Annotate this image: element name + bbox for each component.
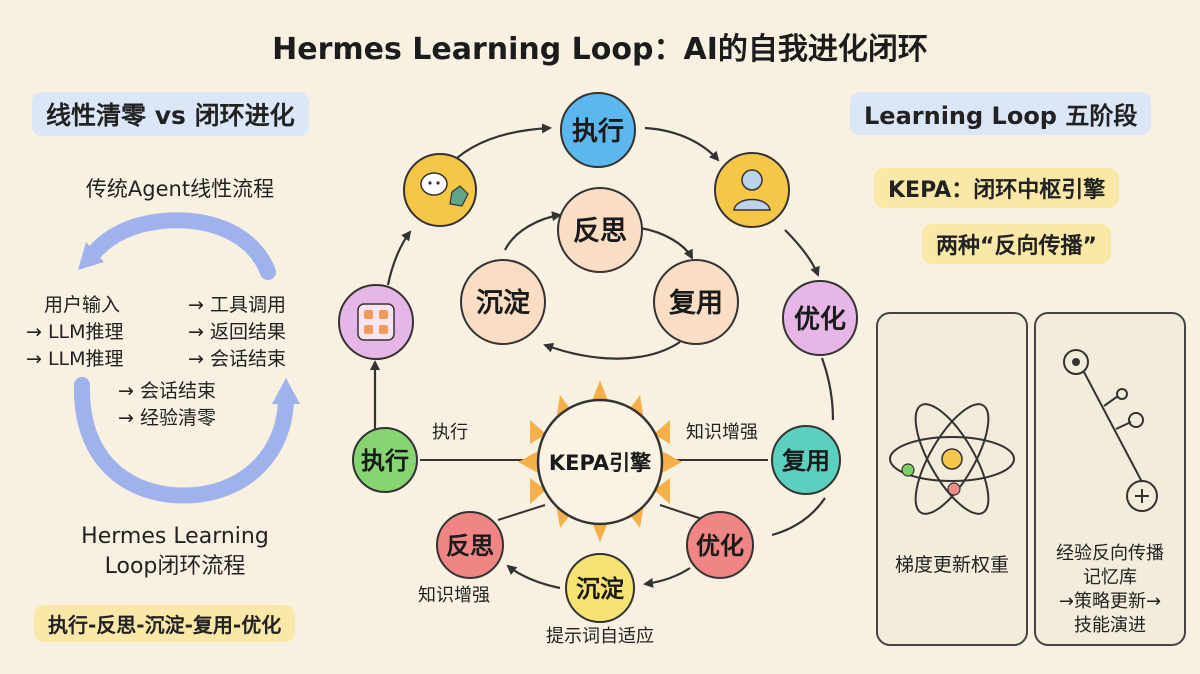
node-user-icon (714, 152, 790, 228)
panel-experience: 经验反向传播 记忆库 →策略更新→ 技能演进 (1034, 312, 1186, 646)
page-title: Hermes Learning Loop：AI的自我进化闭环 (272, 32, 928, 67)
backprop-badge: 两种“反向传播” (922, 224, 1111, 264)
flow-step: → LLM推理 (26, 348, 124, 370)
svg-text:优化: 优化 (696, 532, 744, 560)
panel-experience-label: 经验反向传播 记忆库 →策略更新→ 技能演进 (1036, 542, 1184, 638)
svg-text:复用: 复用 (669, 288, 723, 319)
node-right-optimize: 优化 (782, 280, 858, 356)
svg-text:反思: 反思 (446, 532, 494, 560)
svg-text:执行: 执行 (572, 116, 624, 147)
flow-step: → 返回结果 (188, 321, 286, 343)
panel-experience-line: 经验反向传播 (1056, 543, 1164, 564)
panel-gradient-label: 梯度更新权重 (894, 554, 1009, 576)
node-lower-optimize: 优化 (686, 511, 754, 579)
panel-gradient: 梯度更新权重 (876, 312, 1028, 646)
branch-icon (1063, 349, 1158, 512)
loop-flow-title: Hermes Learning Loop闭环流程 (40, 522, 310, 582)
linear-top-arrow (82, 212, 276, 280)
flow-step: → 会话结束 (118, 380, 216, 402)
loop-steps-badge: 执行-反思-沉淀-复用-优化 (34, 605, 296, 642)
svg-text:沉淀: 沉淀 (576, 575, 625, 603)
flow-step: → 工具调用 (188, 294, 286, 316)
svg-text:反思: 反思 (573, 216, 627, 247)
svg-text:沉淀: 沉淀 (476, 287, 531, 319)
node-lower-exec: 执行 (352, 427, 418, 493)
node-inner-deposit: 沉淀 (460, 259, 546, 345)
edge-label-knowledge-left: 知识增强 (418, 585, 490, 606)
panel-experience-line: 技能演进 (1074, 615, 1146, 636)
loop-title-line: Hermes Learning (81, 524, 269, 549)
svg-text:KEPA引擎: KEPA引擎 (549, 451, 651, 475)
loop-title-line: Loop闭环流程 (104, 554, 246, 579)
left-heading: 线性清零 vs 闭环进化 (32, 92, 309, 136)
flow-step: → 会话结束 (188, 348, 286, 370)
node-lower-reuse: 复用 (771, 425, 841, 495)
node-inner-reuse: 复用 (653, 259, 739, 345)
svg-text:优化: 优化 (794, 305, 846, 335)
flow-step: 用户输入 (44, 294, 121, 316)
svg-text:执行: 执行 (361, 447, 409, 475)
node-inner-reflect: 反思 (557, 187, 643, 273)
linear-flow-bottom: → 会话结束 → 经验清零 (118, 378, 216, 432)
right-heading: Learning Loop 五阶段 (850, 92, 1152, 135)
node-top-exec: 执行 (560, 92, 636, 168)
node-lower-reflect: 反思 (436, 511, 504, 579)
edge-label-exec: 执行 (432, 422, 468, 443)
linear-flow-title: 传统Agent线性流程 (85, 177, 275, 201)
node-grid-icon (338, 284, 414, 360)
linear-flow-right: → 工具调用 → 返回结果 → 会话结束 (188, 292, 286, 373)
panel-experience-line: 记忆库 (1083, 567, 1137, 588)
kepa-badge: KEPA：闭环中枢引擎 (874, 168, 1120, 208)
node-chat-icon (403, 153, 477, 227)
flow-step: → 经验清零 (118, 407, 216, 429)
linear-bottom-arrow (73, 377, 294, 504)
node-lower-deposit: 沉淀 (565, 553, 635, 623)
flow-step: → LLM推理 (26, 321, 124, 343)
panel-experience-line: →策略更新→ (1058, 591, 1162, 612)
kepa-engine: KEPA引擎 (536, 398, 664, 526)
svg-text:复用: 复用 (781, 447, 830, 475)
edge-label-prompt: 提示词自适应 (546, 626, 654, 647)
atom-icon (889, 403, 1015, 515)
edge-label-knowledge-right: 知识增强 (686, 422, 758, 443)
linear-flow-left: 用户输入 → LLM推理 → LLM推理 (26, 292, 124, 373)
